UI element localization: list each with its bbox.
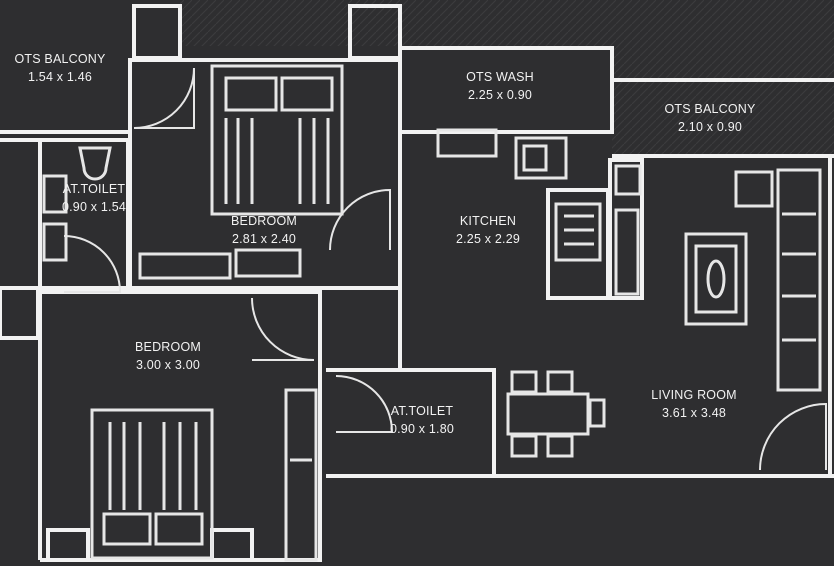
door-swing-icon [63, 235, 122, 293]
dining-table-icon [506, 370, 606, 458]
wall-toilet-center [326, 368, 496, 478]
room-name: OTS BALCONY [14, 52, 106, 66]
column [0, 286, 40, 340]
room-label-bedroom-top: BEDROOM 2.81 x 2.40 [231, 212, 297, 248]
room-name: OTS BALCONY [664, 102, 756, 116]
refrigerator-icon [614, 164, 642, 196]
wall-ots-wash [400, 46, 614, 134]
room-label-ots-balcony-left: OTS BALCONY 1.54 x 1.46 [14, 50, 105, 86]
column [46, 528, 90, 562]
room-size: 2.81 x 2.40 [231, 232, 297, 246]
room-name: BEDROOM [135, 340, 201, 354]
kitchen-slab [608, 158, 644, 300]
exterior-hatch [180, 0, 834, 46]
room-label-at-toilet-center: AT.TOILET 0.90 x 1.80 [390, 402, 454, 438]
room-size: 3.00 x 3.00 [135, 358, 201, 372]
door-swing-icon [133, 67, 195, 129]
tv-unit-icon [684, 232, 748, 326]
room-size: 0.90 x 1.80 [389, 422, 455, 436]
door-swing-icon [759, 402, 827, 471]
column [210, 528, 254, 562]
room-size: 1.54 x 1.46 [27, 70, 93, 84]
room-label-living-room: LIVING ROOM 3.61 x 3.48 [651, 386, 737, 422]
room-size: 2.25 x 0.90 [467, 88, 533, 102]
toilet-icon [42, 146, 112, 262]
wardrobe [284, 388, 318, 562]
wall-living-room [494, 156, 834, 478]
room-name: KITCHEN [459, 214, 517, 228]
stove-icon [554, 202, 640, 296]
room-label-ots-balcony-right: OTS BALCONY 2.10 x 0.90 [664, 100, 755, 136]
room-name: OTS WASH [466, 70, 534, 84]
room-name: LIVING ROOM [651, 388, 737, 402]
bed-icon [90, 408, 214, 560]
column [132, 4, 182, 60]
door-swing-icon [251, 297, 315, 361]
door-swing-icon [329, 188, 391, 251]
room-label-bedroom-bottom: BEDROOM 3.00 x 3.00 [135, 338, 201, 374]
wall-toilet-left [0, 138, 130, 290]
sofa-icon [734, 168, 822, 392]
room-name: AT.TOILET [390, 404, 454, 418]
wall-bedroom-bottom [40, 290, 322, 562]
exterior-hatch [612, 46, 834, 156]
bed-icon [138, 64, 344, 280]
room-size: 3.61 x 3.48 [661, 406, 727, 420]
door-swing-icon [335, 375, 394, 433]
sink-icon [436, 128, 568, 180]
room-name: AT.TOILET [62, 182, 126, 196]
room-label-kitchen: KITCHEN 2.25 x 2.29 [456, 212, 520, 248]
wall-ots-balcony-right [612, 78, 834, 158]
room-size: 2.10 x 0.90 [677, 120, 743, 134]
room-name: BEDROOM [231, 214, 297, 228]
room-size: 2.25 x 2.29 [455, 232, 521, 246]
room-label-at-toilet-left: AT.TOILET 0.90 x 1.54 [62, 180, 126, 216]
room-label-ots-wash: OTS WASH 2.25 x 0.90 [466, 68, 534, 104]
room-size: 0.90 x 1.54 [61, 200, 127, 214]
